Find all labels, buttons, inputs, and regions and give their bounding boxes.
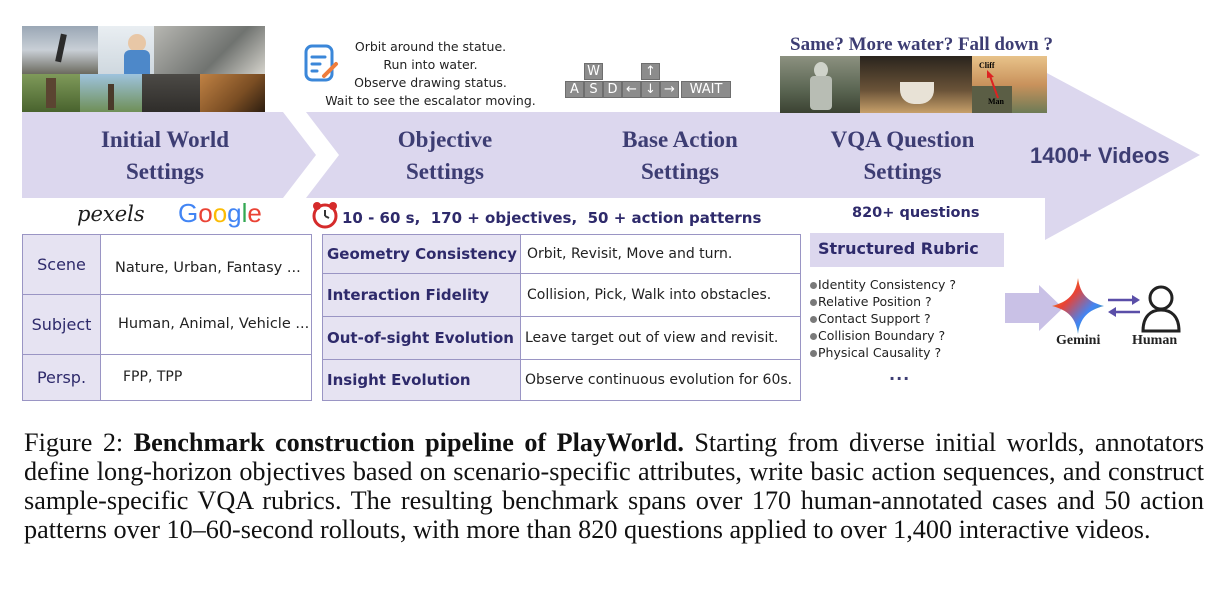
alarm-clock-icon: [312, 202, 338, 229]
chevron-objective: [306, 112, 596, 198]
key-up-arrow: ↑: [641, 63, 660, 80]
world-table-value-scene: Nature, Urban, Fantasy ...: [115, 260, 301, 276]
label-man: Man: [988, 97, 1004, 106]
chevron-initial-world: [22, 112, 316, 198]
objective-example-3: Observe drawing status.: [354, 75, 507, 90]
objective-value-insight: Observe continuous evolution for 60s.: [525, 371, 793, 388]
exchange-arrows-icon: [1108, 295, 1140, 317]
objective-key-geometry: Geometry Consistency: [327, 245, 517, 263]
world-table-key-subject: Subject: [31, 314, 92, 334]
google-letter-3: o: [212, 198, 228, 228]
stage-base-action-line1: Base Action: [622, 127, 738, 152]
chevron-base-action: [553, 112, 823, 198]
stage-vqa-line1: VQA Question: [830, 127, 975, 152]
google-letter-4: g: [227, 198, 242, 228]
objective-example-4: Wait to see the escalator moving.: [325, 93, 536, 108]
google-logo: Google: [178, 198, 262, 229]
stage-objective-line2: Settings: [406, 159, 484, 184]
key-down-arrow: ↓: [641, 81, 660, 98]
key-d: D: [603, 81, 622, 98]
world-table-key-persp: Persp.: [36, 367, 87, 387]
label-cliff: Cliff: [979, 61, 995, 70]
rubric-item-3: Contact Support ?: [810, 311, 931, 326]
photo-water-pouring: [860, 56, 972, 113]
objective-key-out-of-sight: Out-of-sight Evolution: [327, 328, 514, 347]
google-letter-1: G: [178, 198, 199, 228]
vqa-example-questions: Same? More water? Fall down ?: [790, 34, 1053, 55]
figure-caption: Figure 2: Benchmark construction pipelin…: [24, 428, 1204, 544]
objective-example-2: Run into water.: [383, 57, 478, 72]
chevron-vqa-arrow: [780, 72, 1200, 240]
pexels-logo: pexels: [77, 202, 145, 226]
objective-value-interaction: Collision, Pick, Walk into obstacles.: [527, 286, 772, 303]
caption-bold: Benchmark construction pipeline of PlayW…: [133, 428, 684, 457]
key-right-arrow: →: [660, 81, 679, 98]
rubric-header: Structured Rubric: [810, 233, 1004, 267]
stage-objective: Objective Settings: [345, 124, 545, 188]
google-letter-2: o: [198, 198, 213, 228]
gemini-icon: [1052, 278, 1104, 334]
pipeline-band: [22, 72, 1200, 240]
photo-pagoda: [22, 74, 80, 112]
google-letter-5: l: [241, 198, 248, 228]
key-s: S: [584, 81, 603, 98]
photo-cooking: [200, 74, 265, 112]
rubric-item-5: Physical Causality ?: [809, 345, 942, 360]
stage-vqa-line2: Settings: [863, 159, 942, 184]
gemini-label: Gemini: [1056, 333, 1101, 348]
photo-kitchen: [154, 26, 265, 74]
objective-examples: Orbit around the statue. Run into water.…: [318, 38, 543, 110]
human-label: Human: [1132, 333, 1178, 348]
stats-line: 10 - 60 s, 170 + objectives, 50 + action…: [342, 209, 762, 227]
stage-initial-world: Initial World Settings: [60, 124, 270, 188]
photo-windmill: [80, 74, 142, 112]
flow-arrow-to-gemini: [1005, 285, 1063, 331]
rubric-item-2: Relative Position ?: [810, 294, 932, 309]
rubric-item-1: Identity Consistency ?: [809, 277, 957, 292]
objective-key-interaction: Interaction Fidelity: [327, 285, 490, 304]
objective-key-insight: Insight Evolution: [327, 370, 471, 389]
key-wait: WAIT: [681, 81, 731, 98]
objective-example-1: Orbit around the statue.: [354, 39, 507, 54]
rubric-ellipsis: ...: [889, 365, 911, 384]
key-w: W: [584, 63, 603, 80]
photo-cliff-scene: [972, 56, 1047, 113]
stage-initial-line1: Initial World: [100, 127, 230, 152]
stage-initial-line2: Settings: [126, 159, 204, 184]
world-table-key-scene: Scene: [37, 255, 86, 274]
world-table-value-persp: FPP, TPP: [123, 369, 183, 385]
objective-table: Geometry Consistency Orbit, Revisit, Mov…: [322, 234, 801, 401]
stage-vqa: VQA Question Settings: [805, 124, 1000, 188]
photo-runner: [22, 26, 98, 74]
photo-street: [142, 74, 200, 112]
key-a: A: [565, 81, 584, 98]
stage-objective-line1: Objective: [397, 127, 493, 152]
questions-count: 820+ questions: [852, 205, 980, 221]
stage-base-action-line2: Settings: [641, 159, 719, 184]
world-table-value-subject: Human, Animal, Vehicle ...: [118, 316, 310, 332]
caption-text: Starting from diverse initial worlds, an…: [24, 428, 1205, 544]
objective-value-geometry: Orbit, Revisit, Move and turn.: [527, 246, 733, 262]
rubric-title: Structured Rubric: [818, 239, 979, 258]
key-left-arrow: ←: [622, 81, 641, 98]
stage-final-videos: 1400+ Videos: [1030, 143, 1170, 168]
edit-document-icon: [304, 44, 338, 82]
photo-statue: [780, 56, 860, 113]
human-icon: [1141, 285, 1181, 333]
cliff-annotation-arrow: [987, 70, 999, 99]
world-settings-table: Scene Nature, Urban, Fantasy ... Subject…: [22, 234, 312, 401]
objective-value-out-of-sight: Leave target out of view and revisit.: [525, 329, 779, 346]
google-letter-6: e: [247, 198, 262, 228]
initial-world-collage: [22, 26, 265, 112]
stage-base-action: Base Action Settings: [570, 124, 790, 188]
rubric-item-4: Collision Boundary ?: [809, 328, 946, 343]
caption-label: Figure 2:: [24, 428, 124, 457]
